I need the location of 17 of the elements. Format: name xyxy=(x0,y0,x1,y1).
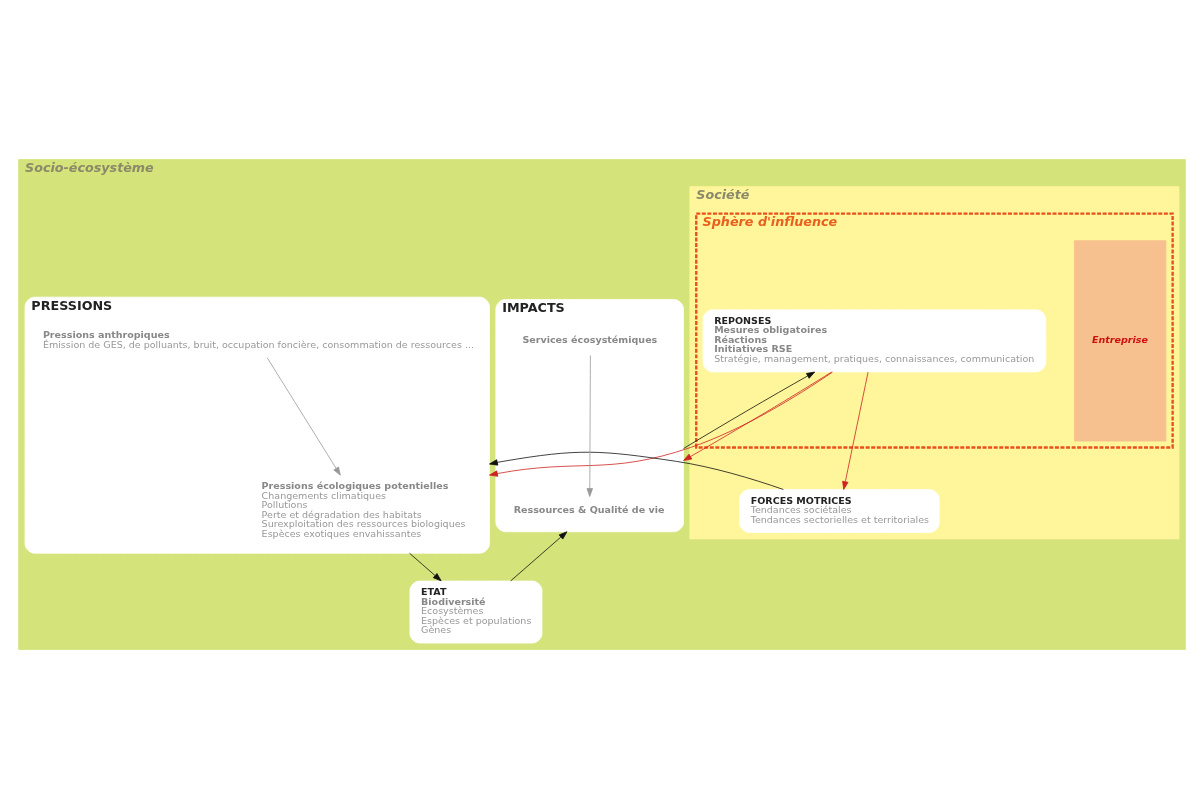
node-text: Pressions anthropiques Émission de GES, de polluants, bruit, occupation foncière, consommation de ressources ... xyxy=(42,329,475,350)
node-box: Entreprise xyxy=(1074,240,1167,442)
node-text: Pressions écologiques potentielles Changements climatiques Pollutions Perte et dégradation des habitats Surexploitation des ressources biologiques Espèces exotiques envahissantes xyxy=(261,480,466,539)
arrow xyxy=(489,371,833,477)
arrow xyxy=(683,371,833,461)
arrow xyxy=(266,357,341,476)
node-box: ETAT Biodiversité Ecosystèmes Espèces et populations Gènes xyxy=(409,580,543,644)
arrow xyxy=(409,552,442,582)
node-text: Ressources & Qualité de vie xyxy=(513,503,665,515)
arrow xyxy=(683,371,816,449)
node-text: Services écosystémiques xyxy=(522,333,658,345)
arrow xyxy=(586,355,593,497)
node-box: FORCES MOTRICES Tendances sociétales Tendances sectorielles et territoriales xyxy=(739,489,940,533)
arrow xyxy=(510,531,568,582)
arrow xyxy=(489,451,784,490)
arrow xyxy=(842,371,869,490)
node-box: REPONSES Mesures obligatoires Réactions Initiatives RSE Stratégie, management, pratiques, connaissances, communication xyxy=(702,309,1047,373)
